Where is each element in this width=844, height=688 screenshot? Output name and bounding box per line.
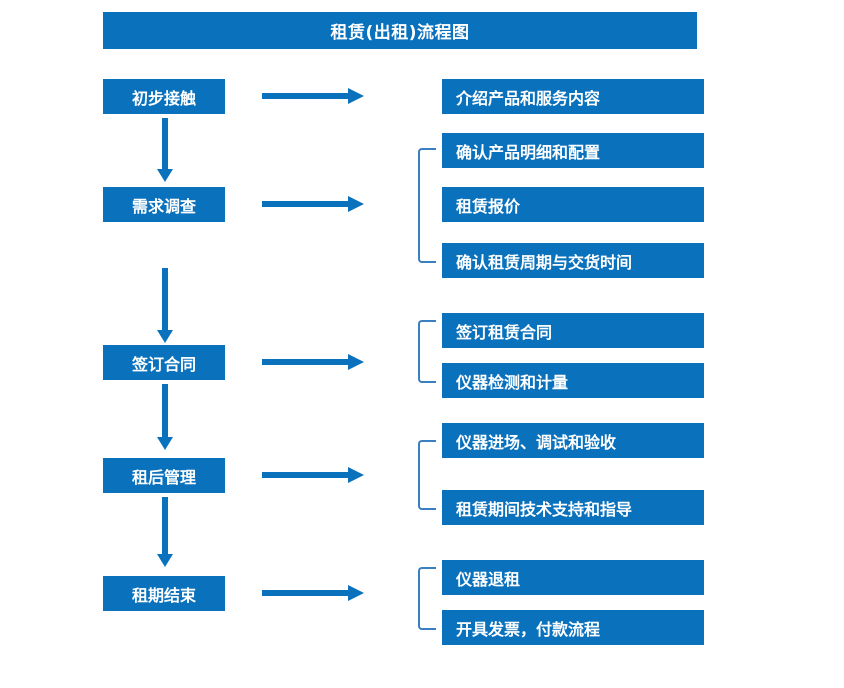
detail-label-2-1: 确认产品明细和配置 — [456, 142, 601, 162]
detail-label-2-2: 租赁报价 — [456, 196, 521, 216]
arrow-head-icon — [157, 437, 173, 450]
detail-label-4-1: 仪器进场、调试和验收 — [456, 432, 617, 452]
stage-to-detail-arrow-4 — [262, 465, 366, 485]
detail-label-3-1: 签订租赁合同 — [456, 322, 553, 342]
arrow-shaft — [262, 472, 350, 478]
arrow-shaft — [262, 590, 350, 596]
stage-to-detail-arrow-3 — [262, 352, 366, 372]
arrow-head-icon — [157, 330, 173, 343]
group-bracket-5 — [418, 567, 436, 630]
arrow-head-icon — [157, 169, 173, 182]
arrow-shaft — [162, 268, 168, 330]
stage-label-3: 签订合同 — [131, 354, 196, 374]
stage-connector-arrow-4 — [155, 497, 175, 567]
arrow-head-icon — [348, 585, 364, 601]
arrow-shaft — [162, 118, 168, 169]
arrow-shaft — [262, 359, 350, 365]
stage-label-1: 初步接触 — [131, 88, 196, 108]
stage-connector-arrow-1 — [155, 118, 175, 182]
detail-box-3-1[interactable]: 签订租赁合同 — [442, 313, 704, 348]
arrow-head-icon — [157, 554, 173, 567]
arrow-shaft — [262, 93, 350, 99]
group-bracket-2 — [418, 148, 436, 263]
stage-label-4: 租后管理 — [131, 467, 196, 487]
stage-to-detail-arrow-5 — [262, 583, 366, 603]
detail-label-5-2: 开具发票，付款流程 — [456, 619, 601, 639]
detail-box-2-3[interactable]: 确认租赁周期与交货时间 — [442, 243, 704, 278]
detail-label-2-3: 确认租赁周期与交货时间 — [456, 252, 633, 272]
diagram-title-banner: 租赁(出租)流程图 — [103, 12, 697, 49]
detail-box-4-1[interactable]: 仪器进场、调试和验收 — [442, 423, 704, 458]
arrow-shaft — [162, 384, 168, 437]
arrow-head-icon — [348, 354, 364, 370]
detail-box-5-1[interactable]: 仪器退租 — [442, 560, 704, 595]
arrow-head-icon — [348, 88, 364, 104]
arrow-shaft — [162, 497, 168, 554]
stage-box-2[interactable]: 需求调查 — [103, 187, 225, 222]
detail-label-5-1: 仪器退租 — [456, 569, 521, 589]
arrow-head-icon — [348, 467, 364, 483]
arrow-head-icon — [348, 196, 364, 212]
arrow-shaft — [262, 201, 350, 207]
detail-label-1-1: 介绍产品和服务内容 — [456, 88, 601, 108]
group-bracket-4 — [418, 440, 436, 510]
detail-box-4-2[interactable]: 租赁期间技术支持和指导 — [442, 490, 704, 525]
detail-box-5-2[interactable]: 开具发票，付款流程 — [442, 610, 704, 645]
stage-box-1[interactable]: 初步接触 — [103, 79, 225, 114]
detail-box-3-2[interactable]: 仪器检测和计量 — [442, 363, 704, 398]
stage-to-detail-arrow-2 — [262, 194, 366, 214]
detail-box-2-1[interactable]: 确认产品明细和配置 — [442, 133, 704, 168]
stage-connector-arrow-3 — [155, 384, 175, 450]
detail-label-3-2: 仪器检测和计量 — [456, 372, 569, 392]
stage-connector-arrow-2 — [155, 268, 175, 343]
diagram-title: 租赁(出租)流程图 — [330, 23, 470, 43]
stage-to-detail-arrow-1 — [262, 86, 366, 106]
stage-label-2: 需求调查 — [131, 196, 196, 216]
detail-box-2-2[interactable]: 租赁报价 — [442, 187, 704, 222]
stage-box-5[interactable]: 租期结束 — [103, 576, 225, 611]
detail-box-1-1[interactable]: 介绍产品和服务内容 — [442, 79, 704, 114]
stage-box-4[interactable]: 租后管理 — [103, 458, 225, 493]
detail-label-4-2: 租赁期间技术支持和指导 — [456, 499, 633, 519]
group-bracket-3 — [418, 320, 436, 383]
stage-box-3[interactable]: 签订合同 — [103, 345, 225, 380]
stage-label-5: 租期结束 — [131, 585, 196, 605]
